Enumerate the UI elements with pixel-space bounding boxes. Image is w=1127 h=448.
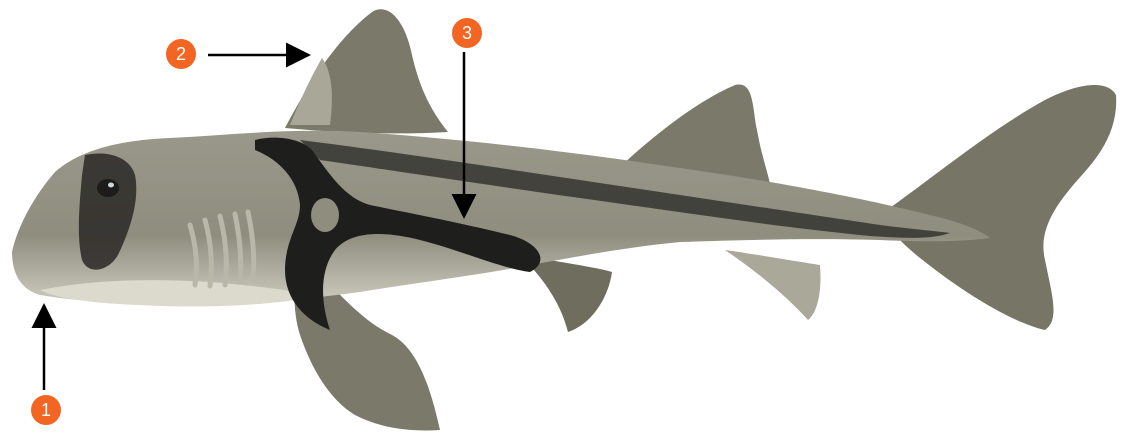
- callout-1: 1: [31, 395, 61, 425]
- callout-2: 2: [166, 39, 196, 69]
- harness-marking-spot: [311, 198, 339, 232]
- eye: [97, 179, 119, 197]
- callout-3: 3: [452, 18, 482, 48]
- dorsal-fin-spine: [290, 58, 332, 125]
- shark-body: [12, 131, 990, 305]
- anal-fin: [725, 250, 821, 320]
- caudal-fin: [880, 85, 1116, 330]
